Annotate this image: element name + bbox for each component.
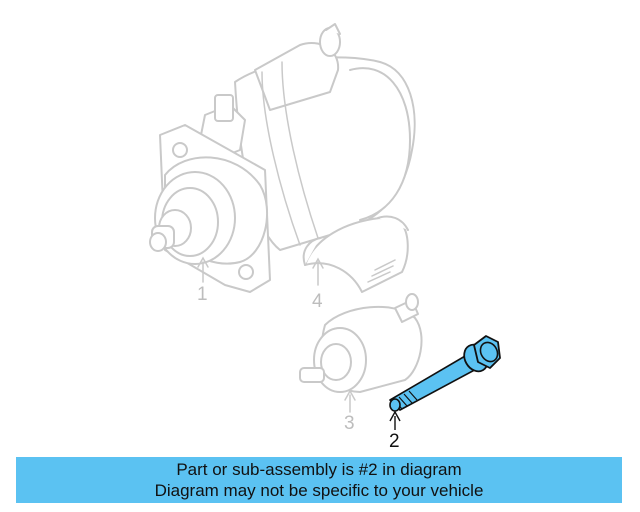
parts-diagram bbox=[149, 23, 501, 430]
starter-motor-part-1 bbox=[149, 23, 416, 293]
banner-line-2: Diagram may not be specific to your vehi… bbox=[154, 481, 484, 500]
solenoid-part-3 bbox=[299, 293, 423, 413]
info-banner: Part or sub-assembly is #2 in diagram Di… bbox=[16, 457, 622, 503]
shield-part-4 bbox=[302, 215, 409, 293]
callout-3: 3 bbox=[344, 413, 355, 434]
bolt-part-2 bbox=[389, 335, 501, 430]
callout-2: 2 bbox=[389, 431, 400, 452]
callout-4: 4 bbox=[312, 291, 323, 312]
banner-line-1: Part or sub-assembly is #2 in diagram bbox=[176, 460, 462, 479]
callout-1: 1 bbox=[197, 284, 208, 305]
